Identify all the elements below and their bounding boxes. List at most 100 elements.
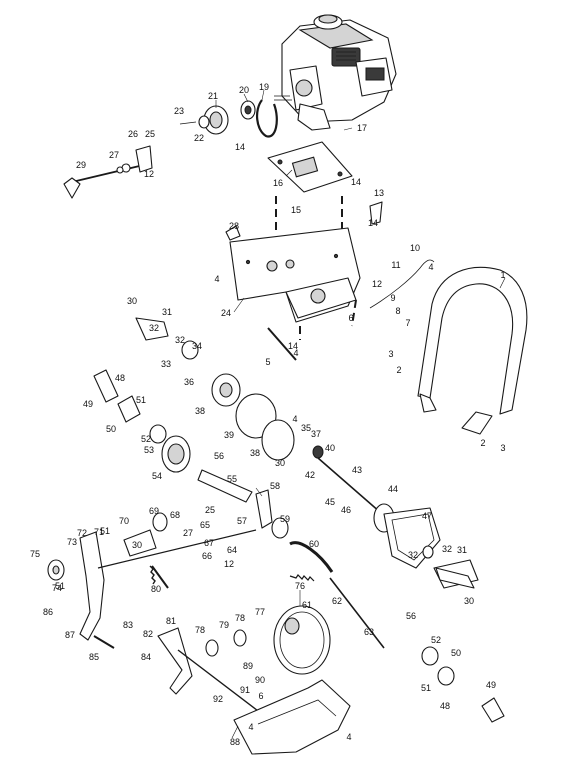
part-callout-80: 80 [151,584,161,594]
part-callout-51: 51 [55,581,65,591]
part-callout-48: 48 [440,701,450,711]
main-frame [225,201,383,323]
part-callout-92: 92 [213,694,223,704]
part-callouts: 1223344444456678910111212121314141414151… [30,82,506,747]
drive-pulley [273,605,331,675]
part-callout-88: 88 [230,737,240,747]
part-callout-59: 59 [280,514,290,524]
part-callout-57: 57 [237,516,247,526]
part-callout-71: 71 [94,527,104,537]
part-callout-30: 30 [275,458,285,468]
part-callout-54: 54 [152,471,162,481]
part-callout-84: 84 [141,652,151,662]
drive-lever-bracket [47,512,257,649]
part-callout-13: 13 [374,188,384,198]
part-callout-1: 1 [500,270,505,280]
bottom-cover [233,679,351,755]
part-callout-85: 85 [89,652,99,662]
engine [274,14,397,131]
part-callout-19: 19 [259,82,269,92]
part-callout-62: 62 [332,596,342,606]
part-callout-6: 6 [258,691,263,701]
shift-lever-assembly [255,489,439,666]
part-callout-73: 73 [67,537,77,547]
part-callout-12: 12 [224,559,234,569]
part-callout-30: 30 [132,540,142,550]
engine-pulley-group [179,99,278,138]
part-callout-11: 11 [391,260,400,270]
part-callout-2: 2 [396,365,401,375]
part-callout-49: 49 [486,680,496,690]
part-callout-43: 43 [352,465,362,475]
part-callout-33: 33 [161,359,171,369]
part-callout-20: 20 [239,85,249,95]
part-callout-56: 56 [214,451,224,461]
part-callout-39: 39 [224,430,234,440]
part-callout-63: 63 [364,627,374,637]
part-callout-70: 70 [119,516,129,526]
part-callout-5: 5 [265,357,270,367]
part-callout-65: 65 [200,520,210,530]
part-callout-4: 4 [214,274,219,284]
part-callout-35: 35 [301,423,311,433]
part-callout-50: 50 [106,424,116,434]
part-callout-26: 26 [128,129,138,139]
part-callout-3: 3 [388,349,393,359]
part-callout-30: 30 [464,596,474,606]
brake-arm-assembly [157,627,263,715]
part-callout-52: 52 [431,635,441,645]
part-callout-34: 34 [192,341,202,351]
part-callout-50: 50 [451,648,461,658]
part-callout-15: 15 [291,205,301,215]
part-callout-87: 87 [65,630,75,640]
part-callout-66: 66 [202,551,212,561]
drive-discs [135,317,397,533]
part-callout-29: 29 [76,160,86,170]
part-callout-49: 49 [83,399,93,409]
part-callout-51: 51 [100,526,110,536]
part-callout-31: 31 [457,545,467,555]
part-callout-45: 45 [325,497,335,507]
part-callout-28: 28 [229,221,239,231]
part-callout-31: 31 [162,307,172,317]
part-callout-16: 16 [273,178,283,188]
part-callout-12: 12 [372,279,382,289]
spring-61 [289,574,315,582]
part-callout-32: 32 [408,550,418,560]
right-side-parts [435,567,505,723]
part-callout-3: 3 [500,443,505,453]
part-callout-48: 48 [115,373,125,383]
part-callout-32: 32 [149,323,159,333]
part-callout-90: 90 [255,675,265,685]
part-callout-36: 36 [184,377,194,387]
part-callout-9: 9 [390,293,395,303]
part-callout-81: 81 [166,616,176,626]
part-callout-79: 79 [219,620,229,630]
shaft-5 [267,327,297,361]
part-callout-91: 91 [240,685,250,695]
part-callout-75: 75 [30,549,40,559]
part-callout-67: 67 [204,538,214,548]
part-callout-86: 86 [43,607,53,617]
part-callout-6: 6 [348,313,353,323]
part-callout-37: 37 [311,429,321,439]
part-callout-64: 64 [227,545,237,555]
mount-alignment-lines [275,196,357,340]
part-callout-2: 2 [480,438,485,448]
part-callout-4: 4 [292,414,297,424]
part-callout-14: 14 [351,177,361,187]
shift-rod-assembly [63,145,153,199]
friction-wheel-assembly [93,369,253,503]
part-callout-89: 89 [243,661,253,671]
part-callout-61: 61 [302,600,312,610]
part-callout-78: 78 [195,625,205,635]
part-callout-22: 22 [194,133,204,143]
part-callout-24: 24 [221,308,231,318]
leader-lines [215,89,506,739]
part-callout-30: 30 [127,296,137,306]
part-callout-17: 17 [357,123,367,133]
part-callout-23: 23 [174,106,184,116]
part-callout-27: 27 [183,528,193,538]
part-callout-38: 38 [195,406,205,416]
